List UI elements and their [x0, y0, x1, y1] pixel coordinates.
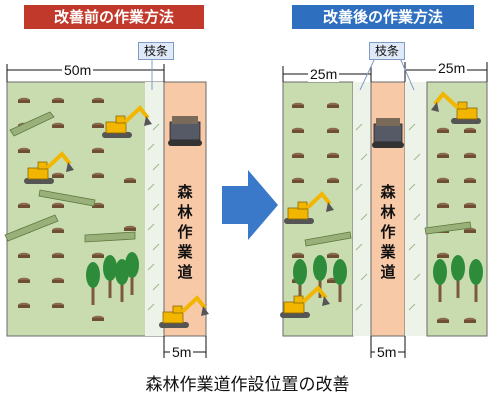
before-road-label: 森林作業道	[177, 183, 193, 281]
after-width-label-right: 25m	[436, 60, 468, 76]
after-header: 改善後の作業方法	[292, 5, 474, 29]
after-forwarder	[372, 118, 404, 148]
after-callout-pointers	[359, 57, 415, 91]
after-fallen-logs	[304, 221, 472, 247]
before-fallen-logs	[4, 111, 136, 243]
after-width-label-left: 25m	[308, 66, 340, 82]
before-panel	[4, 60, 211, 358]
branches-callout-left: 枝条	[138, 42, 175, 60]
branches-callout-right: 枝条	[369, 42, 406, 60]
before-forwarder	[168, 116, 202, 146]
after-branch-hatching	[355, 123, 421, 311]
after-branch-strip-right	[405, 82, 427, 336]
before-width-label: 50m	[62, 62, 94, 78]
before-forest-area	[6, 81, 165, 337]
after-road-label: 森林作業道	[380, 183, 396, 281]
diagram-caption: 森林作業道作設位置の改善	[145, 375, 350, 395]
after-road-width-label: 5m	[375, 344, 399, 360]
after-branch-strip-left	[353, 82, 371, 336]
before-header: 改善前の作業方法	[24, 5, 204, 29]
before-branch-hatching	[147, 123, 160, 311]
arrow-icon	[222, 170, 278, 240]
after-panel	[278, 57, 488, 358]
before-road-width-label: 5m	[170, 344, 194, 360]
